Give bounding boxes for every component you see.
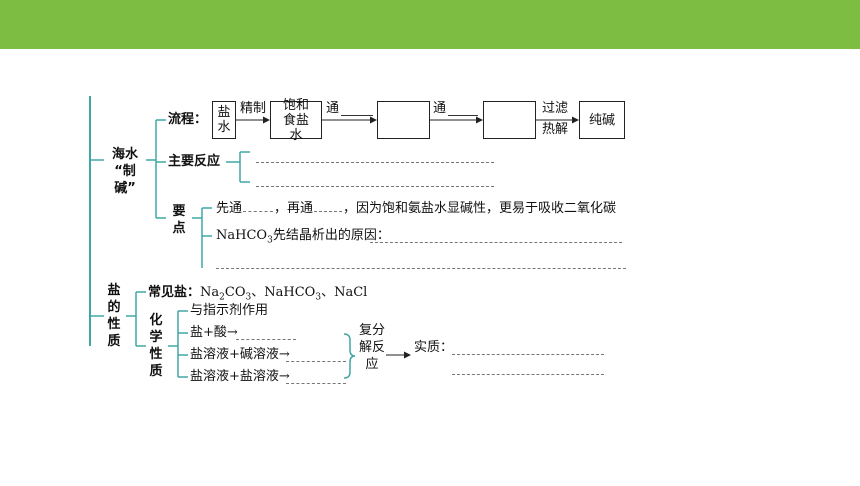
label-refine: 精制 — [240, 101, 267, 116]
property-salt-base: 盐溶液+碱溶液→ — [190, 347, 290, 362]
label-filter: 过滤 — [542, 101, 569, 116]
blank-salt-acid — [236, 339, 296, 340]
blank-pass-2 — [448, 115, 478, 116]
blank-salt-salt — [286, 383, 346, 384]
blank-pass-1 — [341, 115, 373, 116]
blank-gas-2 — [314, 211, 343, 212]
box-brine: 盐水 — [212, 101, 236, 139]
box-empty-2 — [483, 101, 536, 139]
label-pass-2: 通 — [433, 101, 447, 116]
blank-essence-2 — [452, 374, 604, 375]
blank-reason-2 — [216, 268, 626, 269]
salt-title: 盐的性质 — [107, 283, 121, 349]
process-label: 流程： — [168, 112, 208, 127]
box-empty-1 — [377, 101, 430, 139]
double-decomposition-label: 复分解反应 — [358, 323, 385, 372]
key-point-1: 先通，再通，因为饱和氨盐水显碱性，更易于吸收二氧化碳 — [216, 201, 617, 216]
property-salt-salt: 盐溶液+盐溶液→ — [190, 369, 290, 384]
key-point-2: NaHCO3先结晶析出的原因： — [216, 228, 390, 246]
box-soda-ash: 纯碱 — [579, 101, 625, 139]
curly-brace — [343, 333, 356, 379]
blank-essence-1 — [452, 354, 604, 355]
blank-gas-1 — [243, 211, 274, 212]
label-pass-1: 通 — [326, 101, 340, 116]
chemical-properties-title: 化学性质 — [149, 313, 163, 379]
property-indicator: 与指示剂作用 — [190, 303, 269, 318]
main-reaction-label: 主要反应 — [168, 154, 221, 169]
essence-label: 实质： — [414, 340, 454, 355]
box-saturated-brine: 饱和食盐水 — [270, 98, 322, 143]
blank-reason-1 — [370, 242, 622, 243]
key-points-label: 要点 — [172, 204, 186, 236]
label-heat-decompose: 热解 — [542, 122, 569, 137]
blank-reaction-1 — [256, 162, 494, 163]
blank-salt-base — [286, 361, 346, 362]
seawater-title: 海水“制碱” — [111, 147, 138, 196]
blank-reaction-2 — [256, 186, 494, 187]
header-bar — [0, 0, 860, 49]
common-salts: 常见盐：Na2CO3、NaHCO3、NaCl — [148, 285, 368, 303]
property-salt-acid: 盐+酸→ — [190, 325, 238, 340]
